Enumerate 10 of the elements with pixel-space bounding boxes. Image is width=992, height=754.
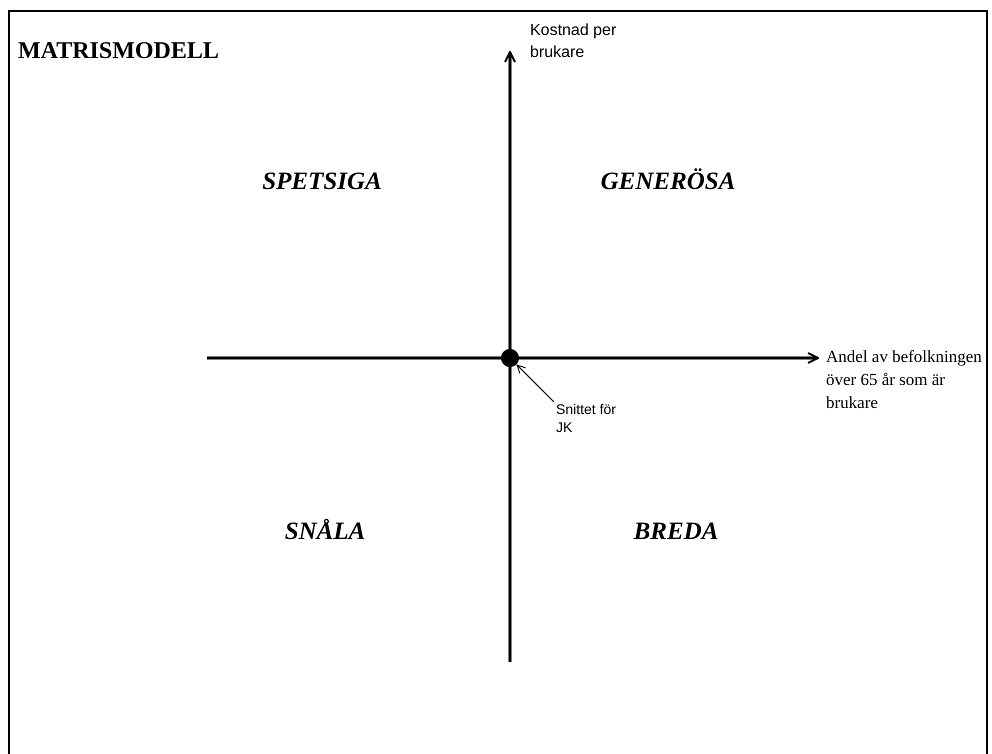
leader-line	[516, 364, 554, 402]
title: MATRISMODELL	[18, 38, 219, 65]
origin-dot	[501, 349, 519, 367]
quadrant-label: GENERÖSA	[600, 167, 736, 197]
axis-label: Andel av befolkningen över 65 år som är brukare	[826, 346, 983, 414]
quadrant-label: SNÅLA	[284, 517, 366, 547]
annotation-text: Snittet för JK	[556, 400, 616, 436]
axis-label: Kostnad per brukare	[530, 21, 618, 63]
quadrant-label: SPETSIGA	[262, 167, 382, 197]
quadrant-label: BREDA	[634, 517, 718, 547]
